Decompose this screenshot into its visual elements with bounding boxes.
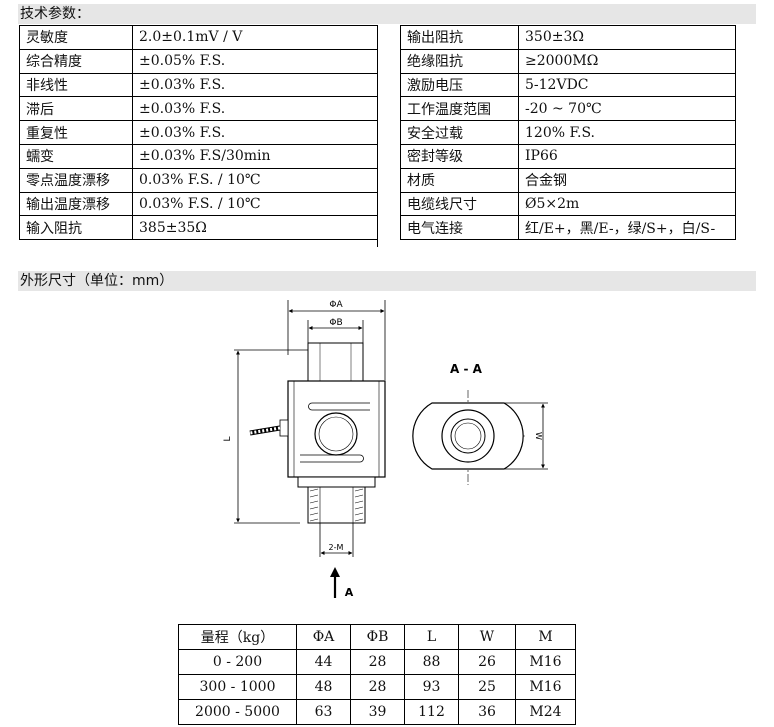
view-arrow-label: A bbox=[345, 586, 354, 599]
dims-cell: 44 bbox=[296, 649, 351, 675]
dims-cell: 39 bbox=[350, 699, 405, 725]
dimensions-heading: 外形尺寸（单位：mm） bbox=[18, 271, 756, 291]
spec-label: 密封等级 bbox=[400, 143, 519, 169]
dims-header-cell: 量程（kg） bbox=[178, 624, 297, 650]
section-label: A - A bbox=[450, 362, 483, 376]
spec-row: 电气连接红/E+，黑/E-，绿/S+，白/S- bbox=[400, 215, 736, 241]
spec-label: 蠕变 bbox=[19, 143, 133, 169]
spec-value: 红/E+，黑/E-，绿/S+，白/S- bbox=[518, 215, 736, 241]
dims-cell: 0 - 200 bbox=[178, 649, 297, 675]
dims-cell: 28 bbox=[350, 649, 405, 675]
dims-cell: 88 bbox=[404, 649, 459, 675]
spec-row: 综合精度±0.05% F.S. bbox=[19, 48, 378, 74]
spec-value: IP66 bbox=[518, 143, 736, 169]
dims-header-cell: M bbox=[515, 624, 576, 650]
spec-value: 5-12VDC bbox=[518, 72, 736, 98]
spec-value: ±0.03% F.S. bbox=[132, 120, 378, 145]
dims-cell: M16 bbox=[515, 674, 576, 700]
spec-label: 电缆线尺寸 bbox=[400, 191, 519, 217]
spec-value: 120% F.S. bbox=[518, 120, 736, 145]
dims-cell: 48 bbox=[296, 674, 351, 700]
load-cell-drawing: ΦA ΦB L 2-M A A - A bbox=[223, 300, 548, 599]
spec-value: ±0.03% F.S. bbox=[132, 96, 378, 122]
spec-label: 非线性 bbox=[19, 72, 133, 98]
dims-header-cell: W bbox=[458, 624, 516, 650]
spec-value: 350±3Ω bbox=[518, 25, 736, 50]
spec-value: 0.03% F.S. / 10℃ bbox=[132, 191, 378, 217]
spec-label: 材质 bbox=[400, 167, 519, 193]
dims-header-cell: ΦB bbox=[350, 624, 405, 650]
spec-value: ±0.05% F.S. bbox=[132, 48, 378, 74]
phi-a-label: ΦA bbox=[329, 300, 343, 310]
tech-params-heading: 技术参数： bbox=[18, 4, 756, 24]
dims-header-cell: L bbox=[404, 624, 459, 650]
spec-label: 滞后 bbox=[19, 96, 133, 122]
dims-cell: 300 - 1000 bbox=[178, 674, 297, 700]
spec-label: 绝缘阻抗 bbox=[400, 48, 519, 74]
spec-label: 零点温度漂移 bbox=[19, 167, 133, 193]
spec-divider bbox=[377, 25, 378, 247]
spec-value: ±0.03% F.S. bbox=[132, 72, 378, 98]
spec-value: 合金钢 bbox=[518, 167, 736, 193]
spec-row: 重复性±0.03% F.S. bbox=[19, 120, 378, 145]
spec-value: Ø5×2m bbox=[518, 191, 736, 217]
dims-cell: 25 bbox=[458, 674, 516, 700]
dims-cell: 112 bbox=[404, 699, 459, 725]
spec-label: 灵敏度 bbox=[19, 25, 133, 50]
spec-label: 输出温度漂移 bbox=[19, 191, 133, 217]
dims-cell: M24 bbox=[515, 699, 576, 725]
spec-label: 综合精度 bbox=[19, 48, 133, 74]
width-label: W bbox=[534, 432, 543, 440]
spec-label: 安全过载 bbox=[400, 120, 519, 145]
spec-label: 输入阻抗 bbox=[19, 215, 133, 241]
dims-cell: 93 bbox=[404, 674, 459, 700]
spec-label: 电气连接 bbox=[400, 215, 519, 241]
spec-value: -20 ~ 70℃ bbox=[518, 96, 736, 122]
spec-label: 激励电压 bbox=[400, 72, 519, 98]
dims-cell: 26 bbox=[458, 649, 516, 675]
spec-label: 输出阻抗 bbox=[400, 25, 519, 50]
dims-cell: 63 bbox=[296, 699, 351, 725]
spec-row: 滞后±0.03% F.S. bbox=[19, 96, 378, 122]
spec-value: 0.03% F.S. / 10℃ bbox=[132, 167, 378, 193]
spec-value: ≥2000MΩ bbox=[518, 48, 736, 74]
dims-cell: 36 bbox=[458, 699, 516, 725]
spec-row: 蠕变±0.03% F.S/30min bbox=[19, 143, 378, 169]
dims-cell: 2000 - 5000 bbox=[178, 699, 297, 725]
spec-row: 绝缘阻抗≥2000MΩ bbox=[400, 48, 736, 74]
spec-row: 非线性±0.03% F.S. bbox=[19, 72, 378, 98]
spec-row: 工作温度范围-20 ~ 70℃ bbox=[400, 96, 736, 122]
spec-label: 工作温度范围 bbox=[400, 96, 519, 122]
spec-value: ±0.03% F.S/30min bbox=[132, 143, 378, 169]
spec-value: 2.0±0.1mV / V bbox=[132, 25, 378, 50]
spec-label: 重复性 bbox=[19, 120, 133, 145]
dims-header-cell: ΦA bbox=[296, 624, 351, 650]
spec-value: 385±35Ω bbox=[132, 215, 378, 241]
thread-label: 2-M bbox=[329, 543, 344, 552]
dims-cell: M16 bbox=[515, 649, 576, 675]
length-label: L bbox=[223, 436, 233, 441]
phi-b-label: ΦB bbox=[329, 318, 342, 328]
dims-cell: 28 bbox=[350, 674, 405, 700]
spec-row: 材质合金钢 bbox=[400, 167, 736, 193]
